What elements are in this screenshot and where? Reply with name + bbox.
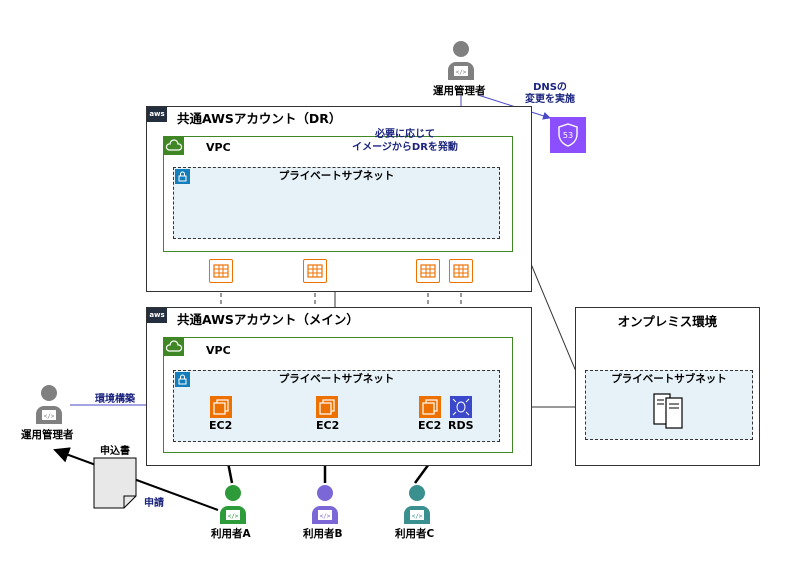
rds-label: RDS [448,419,474,432]
user-a-person-icon: </> [218,484,248,530]
vpc-label: VPC [206,141,231,154]
svg-text:</>: </> [44,413,55,420]
lock-icon [175,372,190,387]
account-title-dr: 共通AWSアカウント（DR） [177,111,342,126]
form-title: 申込書 [100,446,130,457]
ec2-icon [316,396,338,418]
apply-note: 申請 [144,498,164,509]
ec2-label: EC2 [418,419,442,432]
vpc-dr: VPC [163,136,513,252]
snapshot-icon [449,259,473,283]
aws-logo-icon: aws [147,308,167,323]
user-a-label: 利用者A [211,528,251,540]
document-icon [93,457,137,513]
onprem-title: オンプレミス環境 [617,314,718,329]
vpc-cloud-icon [164,338,184,356]
vpc-main: VPC [163,337,513,453]
dr-launch-note: 必要に応じて イメージからDRを発動 [352,129,458,153]
admin-label: 運用管理者 [21,429,74,441]
user-c-label: 利用者C [395,528,435,540]
env-build-note: 環境構築 [95,394,135,405]
private-subnet-dr: プライベートサブネット [173,167,500,239]
route53-icon: 53 [550,117,586,153]
user-b-label: 利用者B [303,528,343,540]
user-c-person-icon: </> [402,484,432,530]
vpc-cloud-icon [164,137,184,155]
svg-text:</>: </> [228,513,239,520]
subnet-label: プライベートサブネット [278,373,395,385]
snapshot-icon [416,259,440,283]
lock-icon [175,169,190,184]
ec2-icon [419,396,441,418]
subnet-label: プライベートサブネット [278,170,395,182]
ec2-label: EC2 [316,419,340,432]
server-icon [652,392,686,436]
admin-person-icon: </> [34,384,64,430]
aws-logo-icon: aws [147,107,167,122]
svg-text:</>: </> [320,513,331,520]
route53-number: 53 [563,131,573,140]
account-title-main: 共通AWSアカウント（メイン） [177,312,359,327]
admin-person-icon: </> [446,40,476,86]
user-b-person-icon: </> [310,484,340,530]
dns-change-note: DNSの 変更を実施 [525,82,575,105]
vpc-label: VPC [206,344,231,357]
admin-label: 運用管理者 [433,85,486,97]
ec2-icon [210,396,232,418]
subnet-label: プライベートサブネット [611,373,727,385]
rds-icon [450,396,472,418]
ec2-label: EC2 [209,419,233,432]
svg-text:</>: </> [456,69,467,76]
snapshot-icon [303,259,327,283]
svg-text:</>: </> [412,513,423,520]
snapshot-icon [209,259,233,283]
